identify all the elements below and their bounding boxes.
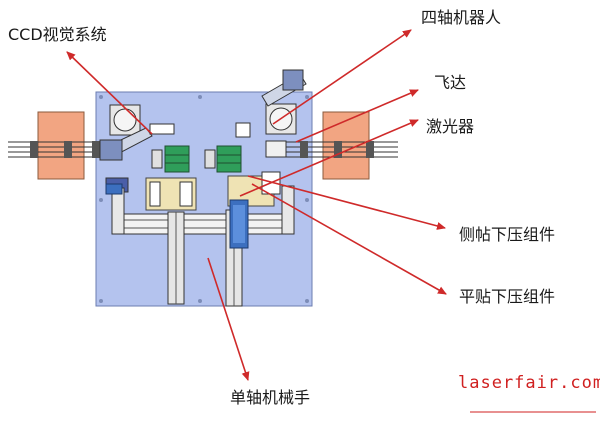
arrow-laser bbox=[239, 119, 419, 197]
arrow-single-axis bbox=[207, 257, 250, 381]
green-module-right bbox=[216, 145, 242, 173]
arrow-flat-press bbox=[251, 183, 447, 295]
label-side-press: 侧帖下压组件 bbox=[459, 225, 556, 244]
callout-arrows bbox=[66, 29, 447, 381]
arrow-feida bbox=[295, 89, 419, 143]
left-feeder bbox=[37, 111, 85, 180]
label-laser: 激光器 bbox=[426, 117, 475, 136]
arrow-side-press bbox=[247, 175, 446, 230]
label-single-axis: 单轴机械手 bbox=[230, 388, 311, 407]
right-robot bbox=[235, 69, 307, 138]
gantry-beam bbox=[111, 213, 295, 235]
arrow-ccd bbox=[66, 51, 153, 135]
arrow-robot bbox=[272, 29, 412, 125]
green-module-left bbox=[164, 145, 190, 173]
label-ccd-vision: CCD视觉系统 bbox=[8, 25, 107, 44]
watermark-site: laserfair.com bbox=[458, 373, 600, 393]
left-robot bbox=[99, 104, 175, 161]
label-flat-press: 平贴下压组件 bbox=[459, 287, 556, 306]
right-feeder bbox=[322, 111, 370, 180]
label-feeder: 飞达 bbox=[434, 73, 467, 92]
label-four-axis-robot: 四轴机器人 bbox=[421, 8, 502, 27]
